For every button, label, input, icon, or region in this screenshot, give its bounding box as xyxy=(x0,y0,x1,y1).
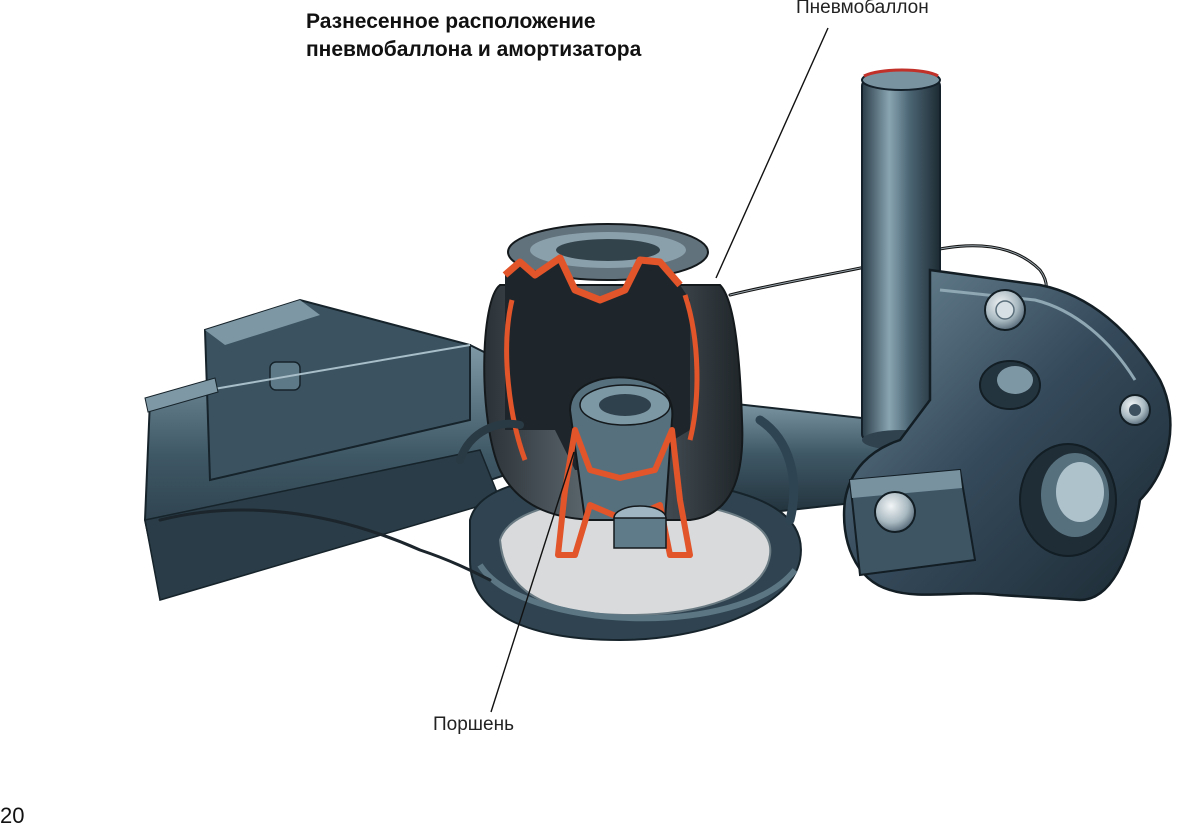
figure-title-line1: Разнесенное расположение xyxy=(306,10,596,33)
callout-air-spring: Пневмобаллон xyxy=(796,0,929,18)
spring-seat xyxy=(469,474,802,642)
wheel-knuckle xyxy=(842,268,1172,602)
axle-beam xyxy=(143,298,521,601)
shock-absorber xyxy=(861,68,941,450)
figure-title: Разнесенное расположение пневмобаллона и… xyxy=(306,8,641,64)
figure-title-line2: пневмобаллона и амортизатора xyxy=(306,38,642,61)
leader-air-spring xyxy=(715,27,829,279)
page-number: 20 xyxy=(0,803,25,828)
callout-piston: Поршень xyxy=(433,714,514,735)
leader-piston xyxy=(490,451,575,713)
hoses xyxy=(158,244,1048,582)
air-spring xyxy=(483,223,744,558)
